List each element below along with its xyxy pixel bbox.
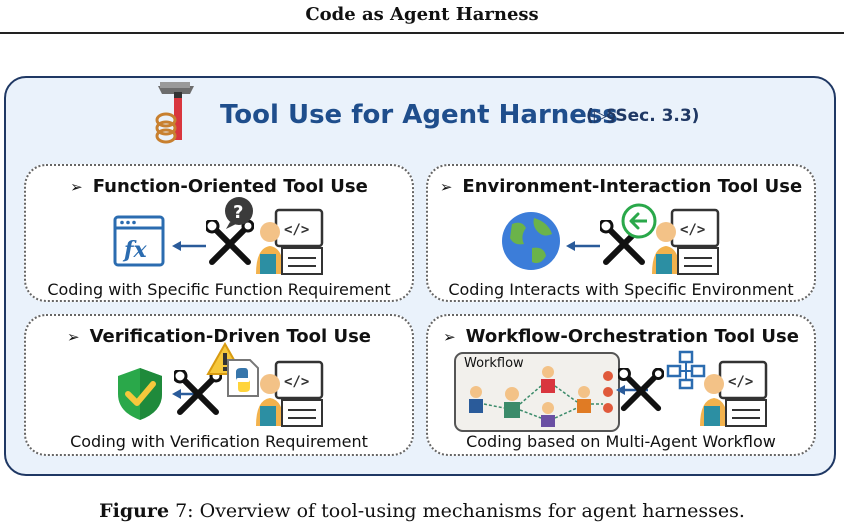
header-rule — [0, 32, 844, 34]
quadrant-caption: Coding with Verification Requirement — [70, 432, 368, 451]
figure-number: 7 — [175, 500, 188, 522]
agent-figures — [469, 366, 613, 427]
arrow-back-circle-icon — [621, 203, 657, 239]
quadrant-title: ➢Function-Oriented Tool Use — [70, 176, 368, 197]
pickaxe-rope-icon — [155, 82, 194, 144]
wrench-screwdriver-icon — [174, 370, 222, 415]
quadrant-title: ➢Verification-Driven Tool Use — [67, 326, 371, 347]
workflow-orchestration-quadrant: ➢Workflow-Orchestration Tool Use Workflo… — [426, 314, 816, 456]
quadrant-title-text: Workflow-Orchestration Tool Use — [465, 326, 799, 347]
quadrant-title-text: Verification-Driven Tool Use — [89, 326, 371, 347]
section-reference: (▷§Sec. 3.3) — [586, 106, 700, 126]
quadrant-caption: Coding based on Multi-Agent Workflow — [466, 432, 776, 451]
wrench-screwdriver-icon — [618, 368, 664, 412]
coder-at-computer-icon: </> — [256, 208, 324, 275]
figure-caption-text: : Overview of tool-using mechanisms for … — [187, 500, 745, 522]
function-oriented-quadrant: ➢Function-Oriented Tool Use fx ? </> Cod… — [24, 164, 414, 302]
arrow-left-icon — [566, 241, 600, 251]
quadrant-title: ➢Environment-Interaction Tool Use — [439, 176, 803, 197]
svg-text:</>: </> — [728, 374, 753, 390]
shield-check-icon — [118, 368, 162, 420]
panel-title: Tool Use for Agent Harness — [220, 100, 618, 130]
verification-driven-quadrant: ➢Verification-Driven Tool Use </> Coding… — [24, 314, 414, 456]
figure-label: Figure — [99, 500, 170, 522]
wrench-screwdriver-icon — [206, 220, 254, 265]
arrow-left-icon — [172, 241, 206, 251]
svg-text:fx: fx — [122, 237, 147, 263]
svg-text:</>: </> — [284, 222, 309, 238]
workflow-label: Workflow — [464, 356, 524, 371]
svg-text:</>: </> — [680, 222, 705, 238]
multi-agent-workflow-icon — [454, 352, 620, 432]
figure-caption: Figure 7: Overview of tool-using mechani… — [0, 500, 844, 522]
coder-at-computer-icon: </> — [256, 360, 324, 427]
quadrant-caption: Coding with Specific Function Requiremen… — [47, 280, 391, 299]
quadrant-title-text: Environment-Interaction Tool Use — [462, 176, 803, 197]
quadrant-caption: Coding Interacts with Specific Environme… — [448, 280, 794, 299]
globe-icon — [502, 212, 560, 270]
python-document-icon — [227, 359, 259, 397]
coder-at-computer-icon: </> — [652, 208, 720, 275]
quadrant-title: ➢Workflow-Orchestration Tool Use — [443, 326, 799, 347]
question-bubble-icon: ? — [225, 197, 253, 229]
coder-at-computer-icon: </> — [700, 360, 768, 427]
svg-text:?: ? — [233, 202, 243, 223]
function-window-icon: fx — [113, 215, 165, 267]
arrow-left-icon — [172, 389, 194, 399]
environment-interaction-quadrant: ➢Environment-Interaction Tool Use </> Co… — [426, 164, 816, 302]
running-head: Code as Agent Harness — [305, 4, 539, 25]
flowchart-icon — [666, 350, 706, 390]
quadrant-title-text: Function-Oriented Tool Use — [92, 176, 368, 197]
svg-text:</>: </> — [284, 374, 309, 390]
